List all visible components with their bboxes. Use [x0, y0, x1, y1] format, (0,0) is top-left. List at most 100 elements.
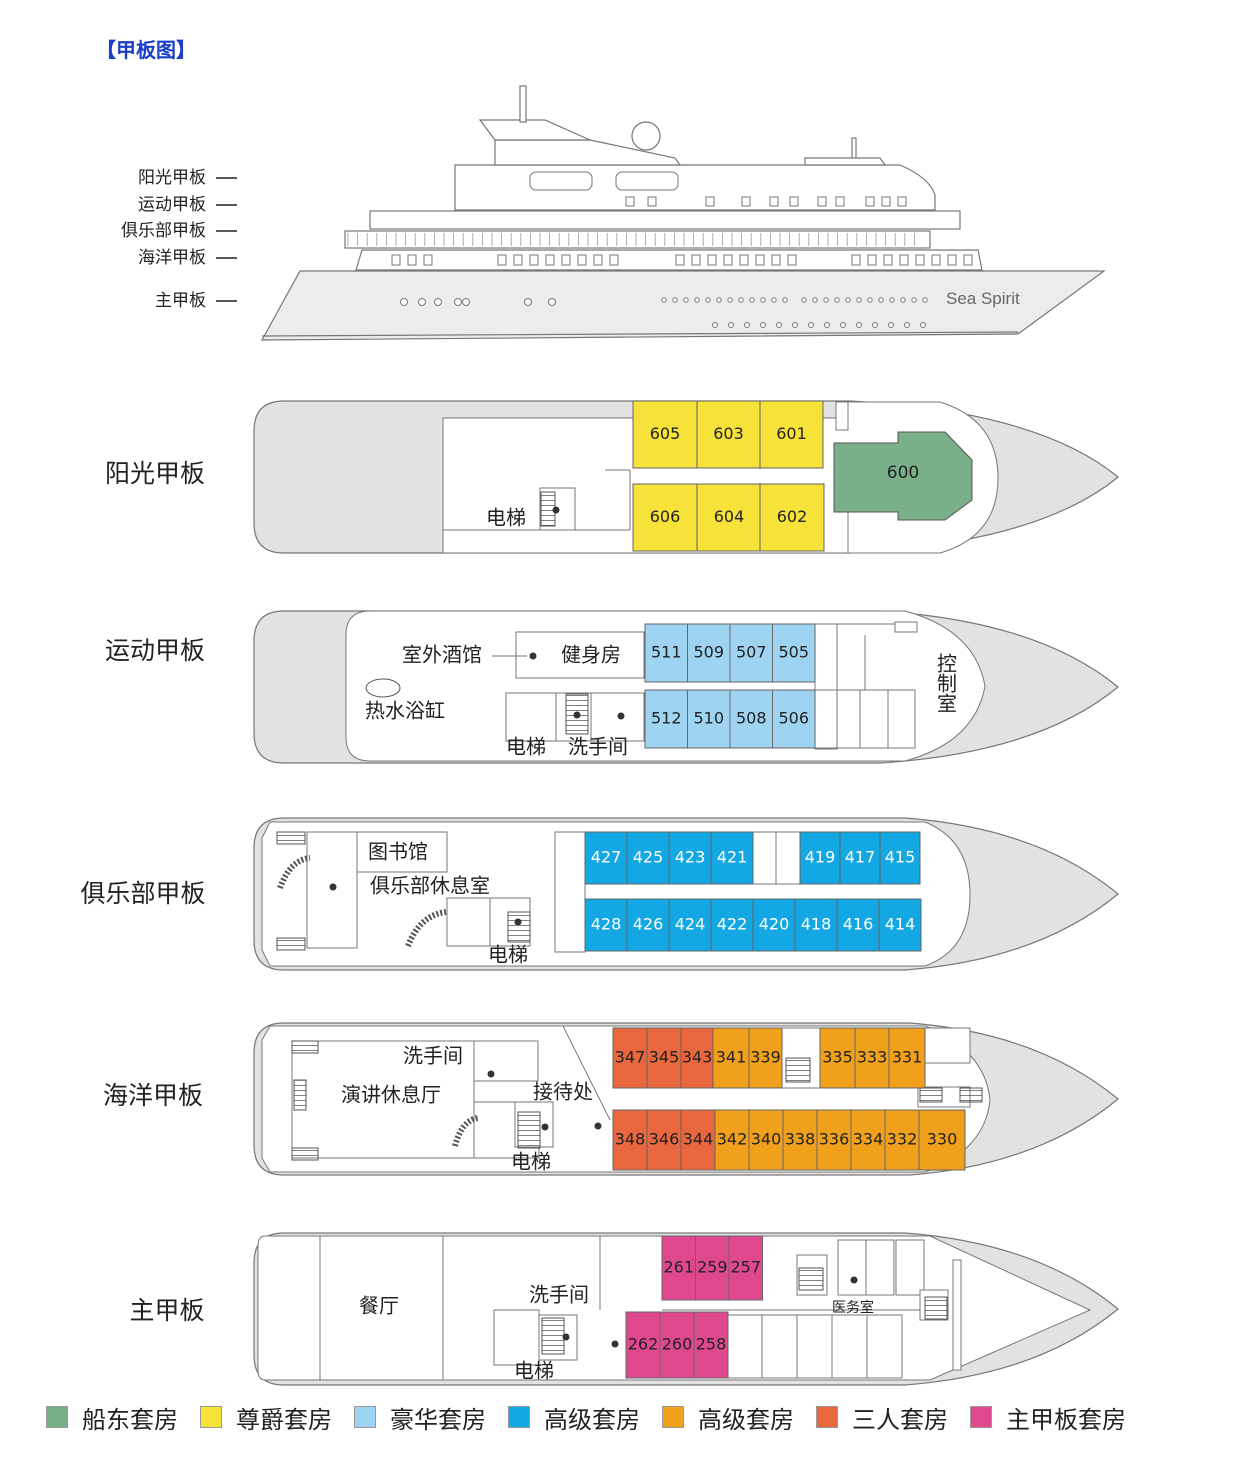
stairs-icon — [293, 1079, 307, 1111]
cabin-cell — [693, 1311, 729, 1379]
cabin-420[interactable]: 420 — [752, 898, 796, 952]
cabin-number: 416 — [843, 915, 874, 934]
cabin-511[interactable]: 511 — [644, 623, 688, 683]
deck-name-2: 俱乐部甲板 — [80, 879, 205, 908]
cabin-426[interactable]: 426 — [626, 898, 670, 952]
cabin-335[interactable]: 335 — [819, 1027, 856, 1089]
porthole — [760, 322, 766, 328]
profile-label-4: 主甲板 — [155, 291, 206, 311]
cabin-418[interactable]: 418 — [794, 898, 838, 952]
cabin-344[interactable]: 344 — [680, 1109, 716, 1171]
cabin-258[interactable]: 258 — [693, 1311, 729, 1379]
cabin-602[interactable]: 602 — [759, 483, 825, 552]
cabin-340[interactable]: 340 — [748, 1109, 784, 1171]
profile-window — [755, 254, 765, 266]
cabin-cell — [772, 689, 816, 749]
cabin-424[interactable]: 424 — [668, 898, 712, 952]
page-title: 【甲板图】 — [96, 38, 196, 62]
cabin-334[interactable]: 334 — [850, 1109, 886, 1171]
cabin-427[interactable]: 427 — [584, 831, 628, 885]
cabin-422[interactable]: 422 — [710, 898, 754, 952]
cabin-510[interactable]: 510 — [687, 689, 731, 749]
porthole — [922, 297, 928, 303]
cabin-number: 417 — [845, 848, 876, 867]
cabin-259[interactable]: 259 — [695, 1235, 730, 1301]
cabin-336[interactable]: 336 — [816, 1109, 852, 1171]
profile-window — [915, 254, 925, 266]
cabin-419[interactable]: 419 — [799, 831, 841, 885]
porthole — [716, 297, 722, 303]
porthole — [454, 298, 462, 306]
cabin-261[interactable]: 261 — [661, 1235, 696, 1301]
facility-label: 电梯 — [511, 1150, 551, 1174]
cabin-number: 415 — [885, 848, 916, 867]
cabin-428[interactable]: 428 — [584, 898, 628, 952]
cabin-414[interactable]: 414 — [878, 898, 922, 952]
cabin-cell — [772, 623, 816, 683]
cabin-600[interactable]: 600 — [833, 431, 973, 521]
legend-label: 尊爵套房 — [236, 1405, 332, 1434]
cabin-415[interactable]: 415 — [879, 831, 921, 885]
cabin-number: 512 — [651, 709, 682, 728]
cabin-338[interactable]: 338 — [782, 1109, 818, 1171]
cabin-423[interactable]: 423 — [668, 831, 712, 885]
profile-window — [867, 254, 877, 266]
cabin-603[interactable]: 603 — [696, 400, 761, 469]
cabin-507[interactable]: 507 — [729, 623, 773, 683]
profile-label-1: 运动甲板 — [138, 195, 206, 215]
cabin-343[interactable]: 343 — [680, 1027, 714, 1089]
profile-label-3: 海洋甲板 — [138, 248, 206, 268]
cabin-number: 506 — [778, 709, 809, 728]
cabin-262[interactable]: 262 — [625, 1311, 661, 1379]
porthole — [727, 297, 733, 303]
cabin-260[interactable]: 260 — [659, 1311, 695, 1379]
facility-label: 电梯 — [506, 735, 546, 759]
cabin-257[interactable]: 257 — [728, 1235, 763, 1301]
cabin-333[interactable]: 333 — [854, 1027, 890, 1089]
cabin-345[interactable]: 345 — [646, 1027, 682, 1089]
cabin-506[interactable]: 506 — [772, 689, 816, 749]
cabin-512[interactable]: 512 — [644, 689, 688, 749]
cabin-342[interactable]: 342 — [714, 1109, 750, 1171]
porthole — [888, 322, 894, 328]
cabin-605[interactable]: 605 — [632, 400, 698, 469]
cabin-421[interactable]: 421 — [710, 831, 754, 885]
partition-room — [751, 831, 777, 885]
profile-window — [741, 196, 751, 207]
cabin-number: 348 — [615, 1130, 646, 1149]
cabin-606[interactable]: 606 — [632, 483, 698, 552]
cabin-number: 428 — [591, 915, 622, 934]
cabin-341[interactable]: 341 — [712, 1027, 750, 1089]
cabin-508[interactable]: 508 — [729, 689, 773, 749]
cabin-509[interactable]: 509 — [687, 623, 731, 683]
cabin-cell — [584, 831, 628, 885]
cabin-346[interactable]: 346 — [646, 1109, 682, 1171]
cabin-339[interactable]: 339 — [748, 1027, 783, 1089]
cabin-347[interactable]: 347 — [612, 1027, 648, 1089]
porthole — [738, 297, 744, 303]
cabin-601[interactable]: 601 — [759, 400, 824, 469]
porthole — [771, 297, 777, 303]
cabin-417[interactable]: 417 — [839, 831, 881, 885]
cabin-cell — [833, 431, 973, 521]
facility-label: 电梯 — [488, 943, 528, 967]
stairs-icon — [541, 1317, 565, 1355]
profile-window — [647, 196, 657, 207]
facility-label: 餐厅 — [359, 1294, 399, 1318]
cabin-330[interactable]: 330 — [918, 1109, 966, 1171]
profile-window — [883, 254, 893, 266]
cabin-332[interactable]: 332 — [884, 1109, 920, 1171]
profile-radar-dome — [631, 121, 661, 151]
cabin-number: 334 — [853, 1130, 884, 1149]
cabin-416[interactable]: 416 — [836, 898, 880, 952]
cabin-425[interactable]: 425 — [626, 831, 670, 885]
profile-window — [513, 254, 523, 266]
profile-window — [497, 254, 507, 266]
cabin-348[interactable]: 348 — [612, 1109, 648, 1171]
cabin-505[interactable]: 505 — [772, 623, 816, 683]
cabin-331[interactable]: 331 — [888, 1027, 926, 1089]
cabin-cell — [612, 1109, 648, 1171]
cabin-cell — [661, 1235, 696, 1301]
cabin-604[interactable]: 604 — [696, 483, 762, 552]
